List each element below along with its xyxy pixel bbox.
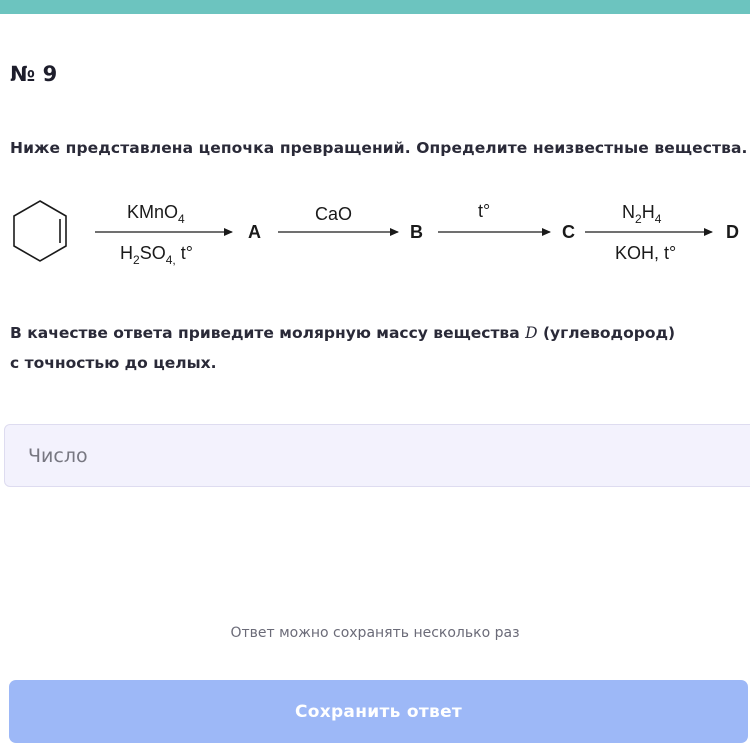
reagent-koh-heat: KOH, t° [615,243,676,263]
reagent-h2so4-heat: H2SO4, t° [120,243,193,267]
product-b: B [410,222,423,242]
answer-line-1-text: В качестве ответа приведите молярную мас… [10,324,520,342]
save-answer-button[interactable]: Сохранить ответ [9,680,748,743]
answer-line-1: В качестве ответа приведите молярную мас… [10,318,675,348]
task-number: № 9 [10,62,58,86]
reaction-chain-scheme: KMnO4 H2SO4, t° A CaO B t° C N2H4 KOH, t… [0,185,750,285]
answer-line-1-suffix: (углеводород) [542,324,676,342]
answer-instructions: В качестве ответа приведите молярную мас… [10,318,675,378]
reagent-cao: CaO [315,204,352,224]
reagent-n2h4: N2H4 [622,202,662,226]
task-statement: Ниже представлена цепочка превращений. О… [10,139,748,157]
cyclohexene-structure [13,200,67,262]
reagent-heat: t° [478,201,490,221]
answer-line-2: с точностью до целых. [10,354,217,372]
top-accent-bar [0,0,750,14]
product-c: C [562,222,575,242]
product-a: A [248,222,261,242]
reagent-kmno4: KMnO4 [127,202,185,226]
product-d: D [726,222,739,242]
substance-variable: D [525,324,538,342]
answer-number-input[interactable] [4,424,750,487]
save-note: Ответ можно сохранять несколько раз [230,625,520,641]
